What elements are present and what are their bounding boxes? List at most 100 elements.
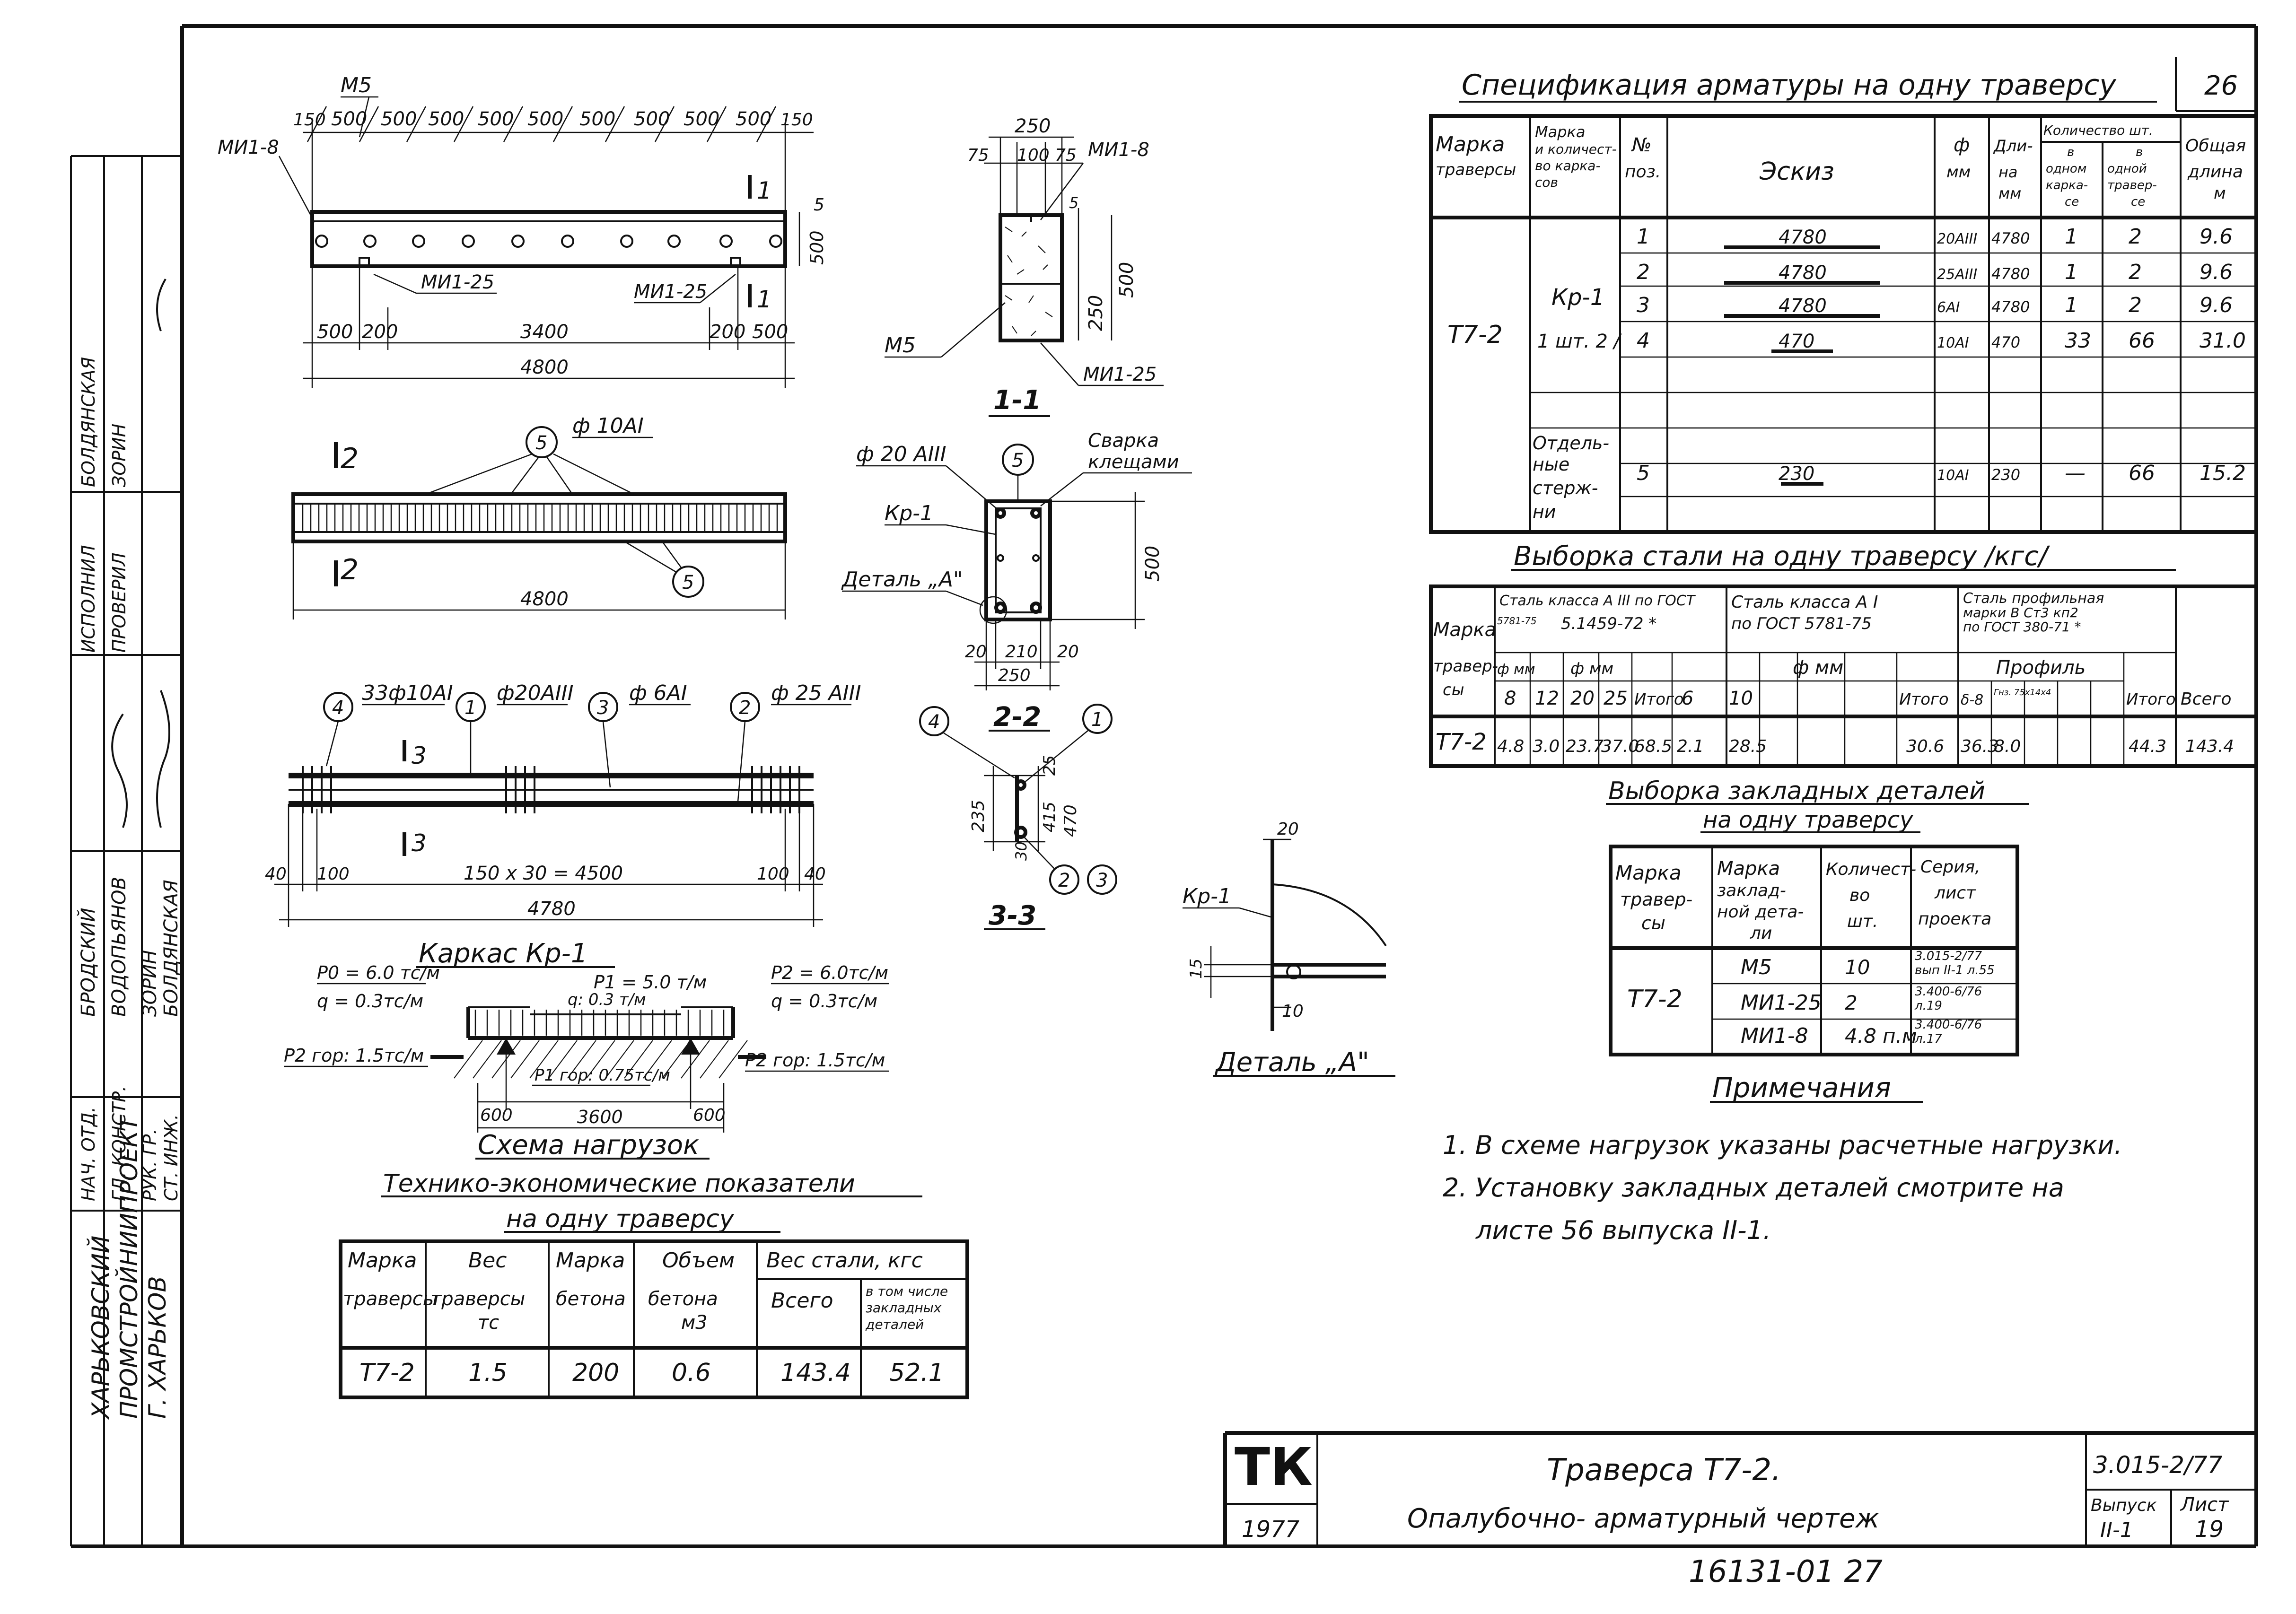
elev-mi25-b: МИ1-25 — [634, 281, 707, 303]
load-title: Схема нагрузок — [478, 1130, 699, 1160]
spec-h-qty2-4: се — [2131, 195, 2145, 209]
s22-pos5: 5 — [1012, 450, 1024, 471]
steel-r-v1-1: 3.0 — [1533, 737, 1560, 756]
spec-h-total-3: м — [2214, 184, 2226, 203]
spec-dia: 25АIII — [1937, 266, 1977, 283]
steel-g1-3: 5.1459-72 * — [1561, 614, 1656, 633]
s11-d75b: 75 — [1055, 146, 1077, 165]
steel-g1-1: Сталь класса А III по ГОСТ — [1499, 593, 1696, 609]
s22-h500: 500 — [1142, 546, 1164, 582]
s33-p2: 2 — [1058, 870, 1070, 891]
steel-g3-3: по ГОСТ 380-71 * — [1963, 619, 2081, 635]
elev-total: 4800 — [520, 357, 569, 378]
s33-p3: 3 — [1096, 870, 1108, 891]
stamp-org-3: Г. ХАРЬКОВ — [144, 1276, 171, 1419]
steel-h-fmm: ф мм — [1497, 661, 1535, 678]
steel-r-v2-0: 2.1 — [1677, 737, 1704, 756]
spec-len: 4780 — [1991, 298, 2030, 316]
s11-d5: 5 — [1069, 194, 1078, 212]
elev-dim-9: 500 — [736, 108, 771, 130]
spec-len: 230 — [1991, 466, 2020, 484]
spec-q2: 2 — [2129, 260, 2142, 284]
spec-h-qty1-3: карка- — [2046, 178, 2088, 192]
steel-h-d1-3: 25 — [1604, 688, 1628, 709]
elev-dim-8: 500 — [684, 108, 719, 130]
tep-h-mark-1: Марка — [348, 1248, 417, 1273]
sheet-number: 26 — [2204, 70, 2238, 101]
steel-g3-2: марки В Ст3 кп2 — [1963, 605, 2078, 620]
sheet-number-box: 26 — [2175, 57, 2256, 112]
spec-sketch-len: 470 — [1779, 331, 1814, 352]
emb-title-2: на одну траверсу — [1703, 807, 1913, 833]
tep-h-incl-3: деталей — [865, 1317, 924, 1332]
emb-h-emb-4: ли — [1750, 924, 1772, 943]
plan-cut-2-top: 2 — [341, 442, 359, 475]
note-line-2: 2. Установку закладных деталей смотрите … — [1443, 1173, 2064, 1203]
tep-h-wt-2: траверсы — [430, 1288, 525, 1310]
frame-lbl3: ф 6АI — [629, 681, 687, 705]
tep-r-vol: 0.6 — [672, 1359, 711, 1387]
steel-h-fmm2: ф мм — [1570, 659, 1613, 678]
s22-d210: 210 — [1005, 642, 1038, 662]
s33-p4: 4 — [928, 711, 940, 733]
elevation-view: 150 500 500 500 500 500 500 500 500 500 … — [218, 73, 827, 388]
spec-pos: 4 — [1637, 329, 1650, 353]
frame-pos4: 4 — [332, 697, 344, 719]
elev-bot-500b: 500 — [752, 321, 788, 343]
s11-w250: 250 — [1015, 115, 1051, 137]
spec-sketch-len: 230 — [1779, 463, 1814, 485]
spec-len: 4780 — [1991, 229, 2030, 247]
spec-h-dia-1: ф — [1954, 134, 1970, 156]
spec-h-qty2-3: травер- — [2107, 178, 2157, 192]
elev-bot-3400: 3400 — [520, 321, 569, 343]
steel-r-i3: 44.3 — [2129, 737, 2166, 756]
spec-h-sketch: Эскиз — [1759, 157, 1834, 186]
elev-dim-3: 500 — [428, 108, 464, 130]
s22-d20b: 20 — [1057, 642, 1079, 662]
stamp-exec-name: БОЛДЯНСКАЯ — [78, 357, 99, 487]
stamp-role-1: НАЧ. ОТД. — [78, 1107, 99, 1201]
detA-d10: 10 — [1282, 1002, 1304, 1021]
spec-q2: 2 — [2129, 293, 2142, 317]
steel-g2-1: Сталь класса А I — [1731, 593, 1878, 612]
spec-table: Спецификация арматуры на одну траверсу М… — [1429, 69, 2258, 534]
elev-bot-200b: 200 — [710, 321, 745, 343]
steel-h-d1-0: 8 — [1504, 688, 1516, 709]
s11-h250: 250 — [1085, 295, 1107, 331]
plan-stirrups — [302, 504, 778, 532]
elev-dim-4: 500 — [478, 108, 514, 130]
elev-dim-10: 150 — [780, 110, 813, 130]
stamp-role-3: РУК. ГР. — [140, 1129, 160, 1201]
spec-mark: Т7-2 — [1447, 321, 1503, 349]
spec-h-len-2: на — [1998, 163, 2018, 181]
frame-lbl4: 33ф10АI — [362, 681, 453, 705]
elev-m5-label: М5 — [341, 73, 372, 97]
spec-sketch-len: 4780 — [1779, 262, 1827, 284]
emb-name: М5 — [1741, 955, 1772, 979]
spec-title: Спецификация арматуры на одну траверсу — [1462, 69, 2117, 102]
s11-h500: 500 — [1116, 262, 1138, 298]
steel-r-v1-2: 23.7 — [1566, 737, 1604, 756]
frame-lbl2: ф 25 АIII — [771, 681, 861, 705]
tb-sheet: 19 — [2195, 1516, 2224, 1543]
emb-title-1: Выборка закладных деталей — [1608, 777, 1985, 805]
note-line-3: листе 56 выпуска II-1. — [1475, 1215, 1771, 1245]
spec-frame-2: 1 шт. 2 / — [1537, 331, 1622, 352]
tep-h-vol-1: Объем — [662, 1248, 735, 1273]
emb-h-qty-1: Количест- — [1826, 860, 1916, 879]
spec-h-frame-2: и количест- — [1535, 141, 1617, 157]
frame-title: Каркас Кр-1 — [419, 938, 588, 969]
plan-total: 4800 — [520, 588, 569, 610]
s33-p1: 1 — [1091, 709, 1103, 731]
elev-dim-6: 500 — [579, 108, 615, 130]
tep-h-incl-1: в том числе — [866, 1283, 948, 1299]
steel-h-mark-1: Марка — [1433, 619, 1496, 641]
stamp-org-1: ХАРЬКОВСКИЙ — [87, 1236, 114, 1420]
steel-title: Выборка стали на одну траверсу /кгс/ — [1514, 541, 2050, 572]
tep-table: Технико-экономические показатели на одну… — [339, 1169, 969, 1399]
elev-dim-2: 500 — [381, 108, 417, 130]
tep-h-con-2: бетона — [556, 1288, 626, 1310]
